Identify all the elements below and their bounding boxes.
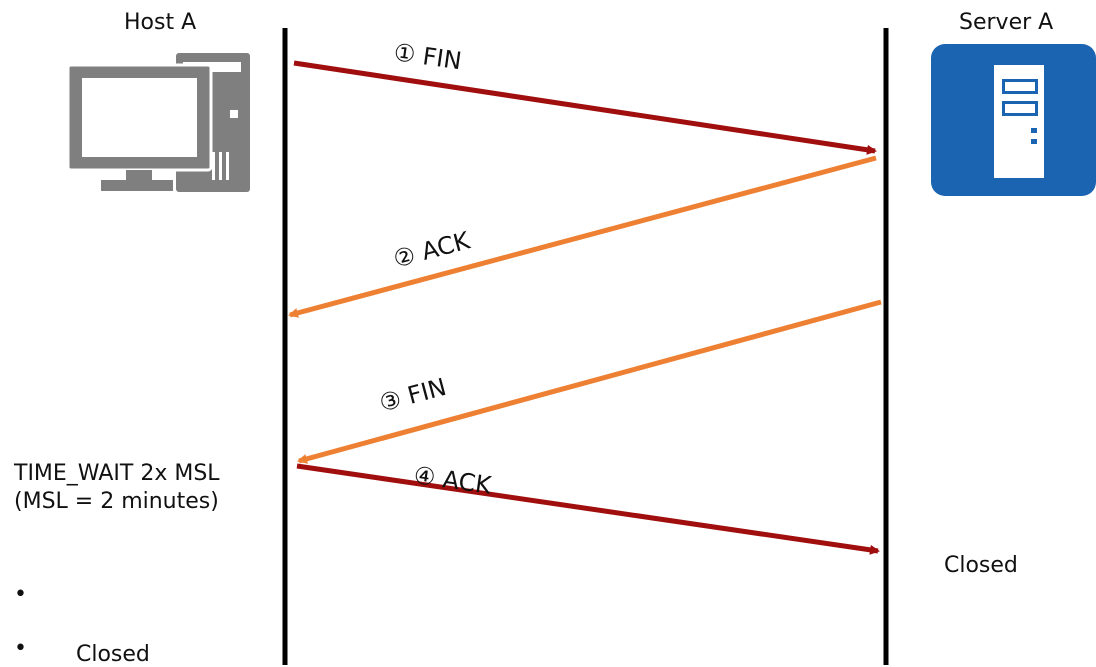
message-arrow-4-ack	[296, 463, 880, 555]
time-wait-note: TIME_WAIT 2x MSL (MSL = 2 minutes)	[14, 461, 220, 514]
message-arrow-3-fin	[297, 299, 882, 464]
message-arrow-1-fin	[293, 60, 877, 155]
message-arrow-2-ack	[288, 155, 877, 318]
message-text-1: FIN	[420, 42, 464, 76]
desktop-computer-icon	[66, 53, 250, 192]
message-step-1: ①	[392, 38, 418, 69]
server-icon	[931, 44, 1096, 196]
server-a-closed-label: Closed	[944, 553, 1018, 578]
message-step-4: ④	[412, 461, 438, 492]
server-a-label: Server A	[959, 10, 1054, 35]
host-a-closed-label: Closed	[76, 642, 150, 667]
bullet-2: •	[14, 636, 27, 661]
host-a-label: Host A	[124, 10, 197, 35]
bullet-1: •	[14, 582, 27, 607]
